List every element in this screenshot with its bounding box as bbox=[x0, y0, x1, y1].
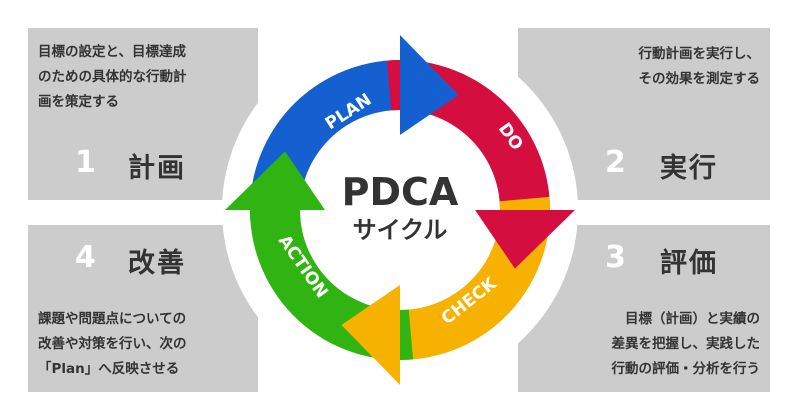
check-description: 目標（計画）と実績の 差異を把握し、実践した 行動の評価・分析を行う bbox=[612, 307, 761, 382]
center-title: PDCA bbox=[342, 170, 459, 214]
desc-line: その効果を測定する bbox=[638, 71, 761, 87]
center-subtitle: サイクル bbox=[353, 216, 448, 244]
step-number-do: 2 bbox=[605, 145, 626, 180]
arrow-head-action bbox=[225, 151, 325, 210]
desc-line: 改善や対策を行い、次の bbox=[38, 336, 187, 352]
step-number-plan: 1 bbox=[75, 145, 96, 180]
panel-plan bbox=[28, 28, 258, 200]
desc-line: 行動の評価・分析を行う bbox=[611, 361, 761, 377]
step-title-action: 改善 bbox=[128, 248, 186, 279]
desc-line: のための具体的な行動計 bbox=[38, 69, 187, 85]
desc-line: 「Plan」へ反映させる bbox=[38, 361, 180, 377]
desc-line: 目標（計画）と実績の bbox=[625, 311, 760, 327]
plan-description: 目標の設定と、目標達成 のための具体的な行動計 画を策定する bbox=[38, 40, 187, 115]
arrow-head-plan bbox=[400, 35, 459, 135]
panel-action bbox=[28, 225, 258, 392]
action-description: 課題や問題点についての 改善や対策を行い、次の 「Plan」へ反映させる bbox=[38, 307, 187, 382]
desc-line: 画を策定する bbox=[38, 94, 119, 110]
step-title-do: 実行 bbox=[660, 153, 718, 184]
do-description: 行動計画を実行し、 その効果を測定する bbox=[639, 42, 761, 92]
desc-line: 目標の設定と、目標達成 bbox=[38, 44, 186, 60]
step-title-check: 評価 bbox=[660, 248, 718, 279]
desc-line: 課題や問題点についての bbox=[38, 311, 187, 327]
arrow-head-do bbox=[475, 210, 575, 269]
step-number-action: 4 bbox=[75, 240, 96, 275]
desc-line: 行動計画を実行し、 bbox=[638, 46, 761, 62]
desc-line: 差異を把握し、実践した bbox=[611, 336, 761, 352]
step-title-plan: 計画 bbox=[128, 153, 186, 184]
step-number-check: 3 bbox=[605, 240, 626, 275]
arrow-head-check bbox=[341, 285, 400, 385]
